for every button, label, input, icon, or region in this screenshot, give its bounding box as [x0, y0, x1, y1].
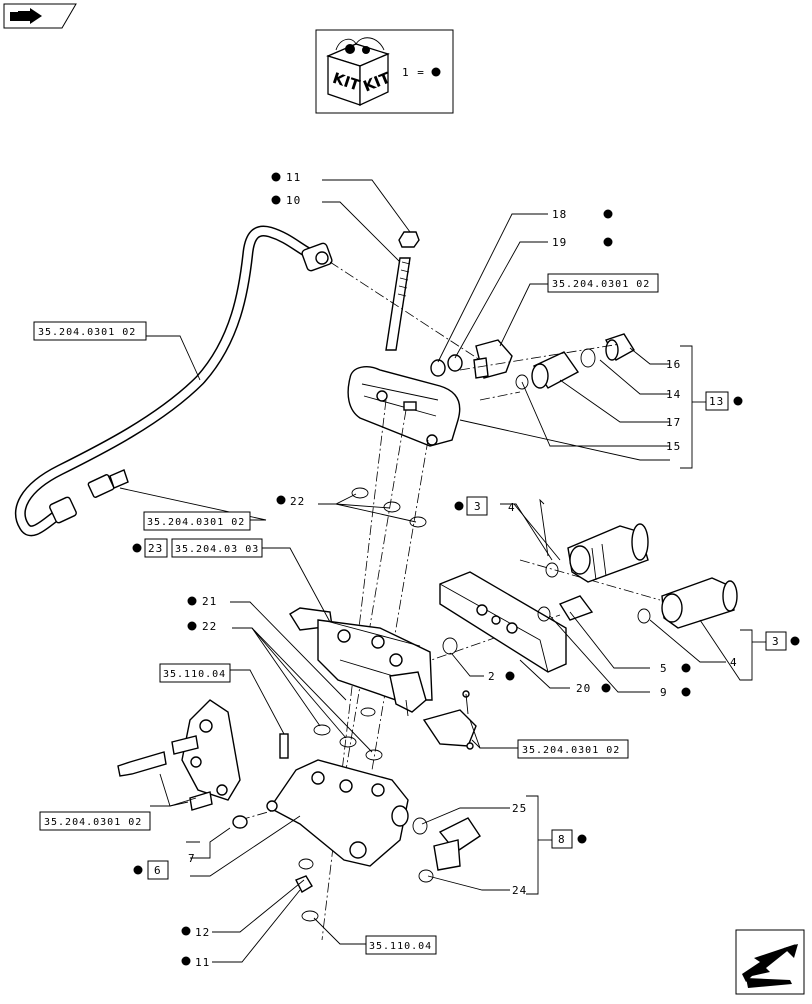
callout-19: 19 [552, 236, 613, 249]
ref-label: 35.204.0301 02 [38, 327, 136, 338]
cartridge-lower [537, 577, 738, 629]
spacer-bar [439, 571, 567, 673]
callout-4-upper: 4 [508, 501, 516, 514]
ref-label: 35.204.0301 02 [147, 517, 245, 528]
boxed-23: 23 [132, 538, 168, 558]
boxed-3-lower: 3 [765, 631, 800, 651]
inlet-cover [232, 759, 409, 867]
callout-17: 17 [666, 416, 681, 429]
callout-label: 18 [552, 208, 567, 221]
next-page-icon[interactable] [735, 929, 805, 995]
callout-label: 24 [512, 884, 527, 897]
callout-2: 2 [488, 670, 515, 683]
kit-box-icon: KIT KIT [326, 37, 394, 107]
callout-7: 7 [188, 852, 196, 865]
boxed-label: 3 [474, 500, 482, 513]
callout-label: 20 [576, 682, 591, 695]
callout-21: 21 [187, 595, 217, 608]
main-valve-body [289, 607, 433, 717]
callout-label: 5 [660, 662, 668, 675]
callout-12: 12 [181, 926, 210, 939]
ref-box-lever[interactable]: 35.204.0301 02 [517, 739, 629, 759]
callout-label: 7 [188, 852, 196, 865]
callout-label: 4 [730, 656, 738, 669]
ref-label: 35.110.04 [163, 669, 226, 680]
callout-11-top: 11 [271, 171, 301, 184]
ref-box-pipe-left[interactable]: 35.204.0301 02 [33, 321, 147, 341]
callout-18: 18 [552, 208, 613, 221]
ref-box-bracket[interactable]: 35.204.0301 02 [39, 811, 151, 831]
ref-label: 35.204.0301 02 [552, 279, 650, 290]
mounting-bracket [117, 699, 289, 811]
callout-22-upper: 22 [276, 495, 305, 508]
callout-label: 11 [195, 956, 210, 969]
callout-label: 22 [202, 620, 217, 633]
boxed-8: 8 [551, 829, 587, 849]
kit-legend: KIT KIT 1 = [315, 29, 454, 114]
callout-9: 9 [660, 686, 691, 699]
callout-label: 14 [666, 388, 681, 401]
callout-label: 12 [195, 926, 210, 939]
boxed-label: 3 [772, 635, 780, 648]
ref-box-washer[interactable]: 35.110.04 [365, 935, 437, 955]
ref-box-bracket-bolt[interactable]: 35.110.04 [159, 663, 231, 683]
boxed-label: 8 [558, 833, 566, 846]
callout-24: 24 [512, 884, 527, 897]
ref-box-valve-body[interactable]: 35.204.03 03 [171, 538, 263, 558]
callout-10: 10 [271, 194, 301, 207]
callout-label: 10 [286, 194, 301, 207]
o-rings-lower [313, 724, 383, 761]
callout-label: 17 [666, 416, 681, 429]
previous-page-icon[interactable] [3, 3, 77, 29]
callout-22-lower: 22 [187, 620, 217, 633]
callout-label: 22 [290, 495, 305, 508]
callout-14: 14 [666, 388, 681, 401]
cartridge-upper [545, 523, 649, 583]
tie-rod-bolt [385, 231, 420, 351]
hydraulic-pipe [14, 225, 333, 537]
top-fittings [430, 333, 635, 390]
ref-box-pipe-end[interactable]: 35.204.0301 02 [143, 511, 251, 531]
callout-label: 15 [666, 440, 681, 453]
callout-label: 4 [508, 501, 516, 514]
kit-legend-dot [431, 67, 441, 77]
callout-15: 15 [666, 440, 681, 453]
ref-box-pipe-upper[interactable]: 35.204.0301 02 [547, 273, 659, 293]
callout-label: 9 [660, 686, 668, 699]
ref-label: 35.204.0301 02 [522, 745, 620, 756]
callout-label: 25 [512, 802, 527, 815]
callout-16: 16 [666, 358, 681, 371]
boxed-13: 13 [705, 391, 743, 411]
kit-legend-text: 1 = [402, 66, 425, 79]
boxed-label: 6 [154, 864, 162, 877]
boxed-label: 23 [148, 542, 163, 555]
callout-label: 21 [202, 595, 217, 608]
lower-nut-washer [295, 858, 319, 922]
callout-label: 11 [286, 171, 301, 184]
top-valve-cover [347, 366, 461, 447]
o-rings-upper [351, 487, 427, 528]
callout-label: 2 [488, 670, 496, 683]
ref-label: 35.110.04 [369, 941, 432, 952]
callout-label: 19 [552, 236, 567, 249]
callout-20: 20 [576, 682, 611, 695]
callout-5: 5 [660, 662, 691, 675]
callout-label: 16 [666, 358, 681, 371]
lever-linkage [422, 690, 477, 750]
boxed-6: 6 [133, 860, 169, 880]
callout-11-bottom: 11 [181, 956, 210, 969]
callout-4-lower: 4 [730, 656, 738, 669]
ref-label: 35.204.03 03 [175, 544, 259, 555]
inlet-fitting [412, 817, 481, 883]
ref-label: 35.204.0301 02 [44, 817, 142, 828]
boxed-3-upper: 3 [454, 496, 488, 516]
leader-lines [80, 179, 766, 963]
callout-25: 25 [512, 802, 527, 815]
boxed-label: 13 [709, 395, 724, 408]
